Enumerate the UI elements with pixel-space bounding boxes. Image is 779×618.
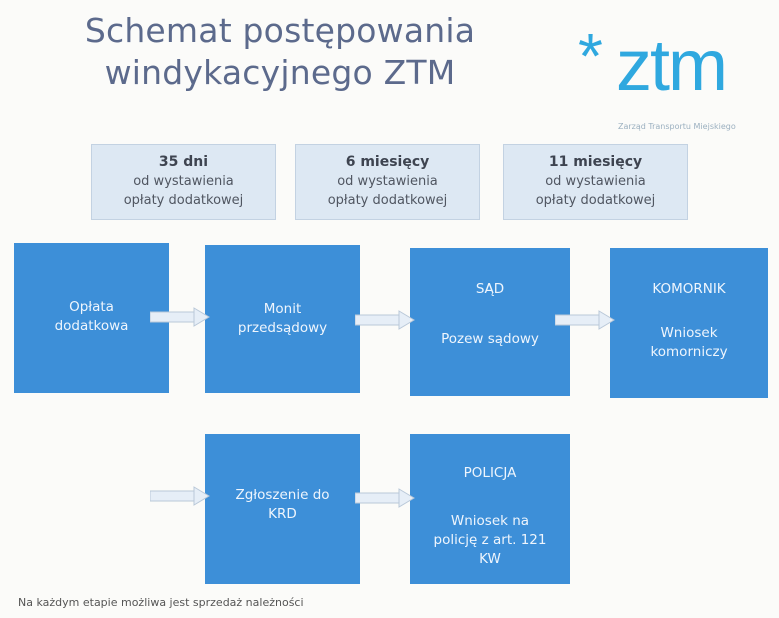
logo-subtitle: Zarząd Transportu Miejskiego — [618, 122, 736, 131]
timeline-line-1: od wystawienia — [545, 174, 646, 189]
step-policja: POLICJA Wniosek na policję z art. 121 KW — [410, 434, 570, 584]
arrow-right-icon — [355, 310, 415, 330]
arrow-right-icon — [555, 310, 615, 330]
timeline-box-11-months: 11 miesięcy od wystawienia opłaty dodatk… — [503, 144, 688, 220]
logo-text: ztm — [616, 26, 728, 106]
title-line-1: Schemat postępowania — [84, 11, 476, 50]
step-line-2: KRD — [268, 506, 297, 522]
step-line-1: Wniosek na — [450, 513, 530, 529]
step-text: Pozew sądowy — [441, 331, 539, 347]
step-monit: Monit przedsądowy — [205, 245, 360, 393]
step-line-2: dodatkowa — [54, 318, 129, 334]
timeline-line-2: opłaty dodatkowej — [535, 193, 656, 208]
footer-note: Na każdym etapie możliwa jest sprzedaż n… — [18, 596, 304, 609]
step-line-1: Monit — [263, 301, 302, 317]
timeline-line-2: opłaty dodatkowej — [327, 193, 448, 208]
step-line-3: KW — [479, 551, 501, 567]
step-line-1: Wniosek — [660, 325, 718, 341]
step-heading: KOMORNIK — [652, 281, 726, 297]
timeline-line-2: opłaty dodatkowej — [123, 193, 244, 208]
timeline-box-35-days: 35 dni od wystawienia opłaty dodatkowej — [91, 144, 276, 220]
step-line-2: policję z art. 121 — [433, 532, 547, 548]
timeline-period: 35 dni — [158, 154, 209, 170]
page-title: Schemat postępowania windykacyjnego ZTM — [0, 10, 560, 94]
title-line-2: windykacyjnego ZTM — [104, 53, 456, 92]
step-komornik: KOMORNIK Wniosek komorniczy — [610, 248, 768, 398]
timeline-line-1: od wystawienia — [337, 174, 438, 189]
step-sad: SĄD Pozew sądowy — [410, 248, 570, 396]
timeline-period: 11 miesięcy — [548, 154, 643, 170]
logo-asterisk: * — [578, 20, 603, 92]
step-line-2: przedsądowy — [237, 320, 328, 336]
timeline-line-1: od wystawienia — [133, 174, 234, 189]
arrow-right-icon — [150, 307, 210, 327]
arrow-right-icon — [355, 488, 415, 508]
ztm-logo: * ztm Zarząd Transportu Miejskiego — [578, 24, 763, 138]
step-heading: SĄD — [475, 281, 505, 297]
timeline-period: 6 miesięcy — [345, 154, 430, 170]
step-heading: POLICJA — [463, 465, 517, 481]
step-line-1: Opłata — [69, 299, 114, 315]
step-krd: Zgłoszenie do KRD — [205, 434, 360, 584]
step-oplata-dodatkowa: Opłata dodatkowa — [14, 243, 169, 393]
arrow-right-icon — [150, 486, 210, 506]
step-line-2: komorniczy — [650, 344, 728, 360]
step-line-1: Zgłoszenie do — [235, 487, 330, 503]
timeline-box-6-months: 6 miesięcy od wystawienia opłaty dodatko… — [295, 144, 480, 220]
